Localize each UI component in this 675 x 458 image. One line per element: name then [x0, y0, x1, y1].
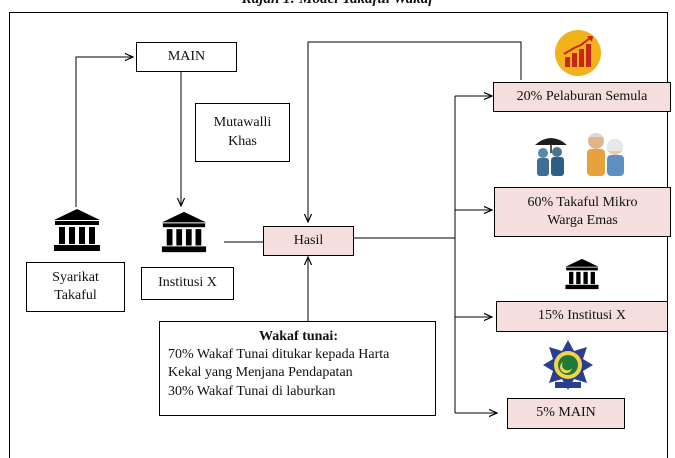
syarikat-to-main-arrow	[75, 57, 133, 207]
main-emblem-icon	[543, 340, 593, 390]
hasil-box: Hasil	[263, 226, 354, 256]
syarikat-takaful-box: Syarikat Takaful	[26, 262, 125, 312]
mutawalli-khas-box: Mutawalli Khas	[195, 103, 290, 162]
takaful-line1: 60% Takaful Mikro	[527, 194, 638, 210]
main-box: MAIN	[136, 42, 237, 72]
wakaf-tunai-box: Wakaf tunai: 70% Wakaf Tunai ditukar kep…	[159, 321, 436, 416]
growth-chart-icon	[555, 30, 601, 76]
syarikat-bank-icon	[54, 209, 100, 251]
institusi-bank-icon	[161, 211, 207, 253]
syarikat-line2: Takaful	[54, 288, 97, 303]
institusi-small-bank-icon	[565, 258, 599, 290]
syarikat-line1: Syarikat	[52, 269, 99, 285]
pelaburan-to-hasil-arrow	[308, 41, 522, 222]
wakaf-line-1: 70% Wakaf Tunai ditukar kepada Harta	[168, 347, 390, 363]
elderly-people-icon	[535, 133, 624, 176]
wakaf-line-2: Kekal yang Menjana Pendapatan	[168, 365, 353, 381]
figure-caption: Rajah 1: Model Takaful Wakaf	[0, 0, 675, 8]
pelaburan-semula-box: 20% Pelaburan Semula	[493, 82, 671, 112]
mutawalli-line1: Mutawalli	[213, 115, 272, 131]
wakaf-tunai-title: Wakaf tunai:	[259, 329, 338, 344]
institusi-x-box: Institusi X	[141, 267, 234, 300]
takaful-mikro-box: 60% Takaful Mikro Warga Emas	[494, 187, 671, 237]
institusi-x-15-box: 15% Institusi X	[496, 301, 668, 332]
takaful-line2: Warga Emas	[547, 213, 618, 228]
wakaf-line-3: 30% Wakaf Tunai di laburkan	[168, 383, 336, 399]
mutawalli-line2: Khas	[228, 133, 257, 149]
main-5-box: 5% MAIN	[507, 398, 625, 429]
